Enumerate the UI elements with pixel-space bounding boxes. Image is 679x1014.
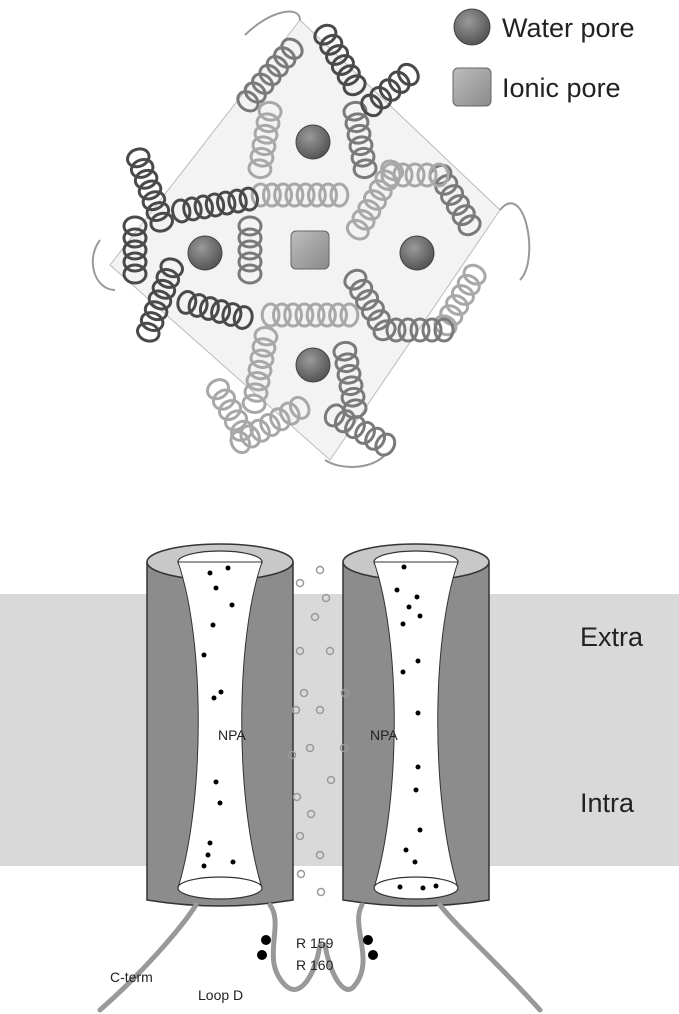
water-molecule-dot xyxy=(219,690,224,695)
water-molecule-dot xyxy=(434,884,439,889)
r159-left-dot xyxy=(261,935,271,945)
left-npa-label: NPA xyxy=(218,727,246,743)
water-molecule-dot xyxy=(416,711,421,716)
legend-ionic-pore-icon xyxy=(453,68,491,106)
right-c-term-tail xyxy=(440,905,540,1010)
legend-water-pore-icon xyxy=(454,9,490,45)
legend-ionic-pore-label: Ionic pore xyxy=(502,73,621,103)
c-term-label: C-term xyxy=(110,969,153,985)
left-channel-cylinder: NPA xyxy=(147,544,293,906)
water-molecule-dot xyxy=(414,788,419,793)
membrane-band xyxy=(0,594,679,866)
water-molecule-dot xyxy=(415,595,420,600)
r160-left-dot xyxy=(257,950,267,960)
water-molecule-dot xyxy=(231,860,236,865)
legend: Water pore Ionic pore xyxy=(453,9,635,106)
water-molecule-dot xyxy=(407,605,412,610)
r159-right-dot xyxy=(363,935,373,945)
water-molecule-dot xyxy=(202,653,207,658)
water-molecule-dot xyxy=(211,623,216,628)
water-molecule-dot xyxy=(398,885,403,890)
water-molecule-dot xyxy=(416,659,421,664)
water-molecule-dot xyxy=(416,765,421,770)
water-molecule-dot xyxy=(230,603,235,608)
water-molecule-dot xyxy=(226,566,231,571)
water-pore-left xyxy=(188,236,222,270)
water-pore-bottom xyxy=(296,348,330,382)
water-molecule-dot xyxy=(218,801,223,806)
right-npa-label: NPA xyxy=(370,727,398,743)
ionic-pore-center xyxy=(291,231,329,269)
water-molecule-dot xyxy=(214,780,219,785)
r160-right-dot xyxy=(368,950,378,960)
intra-label: Intra xyxy=(580,788,635,818)
ion-circle xyxy=(318,889,325,896)
r159-label: R 159 xyxy=(296,935,334,951)
water-pore-right xyxy=(400,236,434,270)
loop-d-label: Loop D xyxy=(198,987,243,1003)
extra-label: Extra xyxy=(580,622,644,652)
water-molecule-dot xyxy=(212,696,217,701)
ion-circle xyxy=(297,580,304,587)
water-molecule-dot xyxy=(206,853,211,858)
water-molecule-dot xyxy=(402,565,407,570)
water-molecule-dot xyxy=(208,841,213,846)
water-molecule-dot xyxy=(401,622,406,627)
c-term-tail xyxy=(100,905,196,1010)
water-molecule-dot xyxy=(421,886,426,891)
water-molecule-dot xyxy=(404,848,409,853)
water-molecule-dot xyxy=(208,571,213,576)
ion-circle xyxy=(317,567,324,574)
channel-schematic: Extra Intra NPA NPA xyxy=(0,544,679,1010)
r160-label: R 160 xyxy=(296,957,334,973)
water-molecule-dot xyxy=(418,614,423,619)
water-molecule-dot xyxy=(401,670,406,675)
water-molecule-dot xyxy=(395,588,400,593)
legend-water-pore-label: Water pore xyxy=(502,13,635,43)
water-pore-top xyxy=(296,125,330,159)
ion-circle xyxy=(298,871,305,878)
water-molecule-dot xyxy=(214,586,219,591)
water-molecule-dot xyxy=(418,828,423,833)
water-molecule-dot xyxy=(202,864,207,869)
water-molecule-dot xyxy=(413,860,418,865)
